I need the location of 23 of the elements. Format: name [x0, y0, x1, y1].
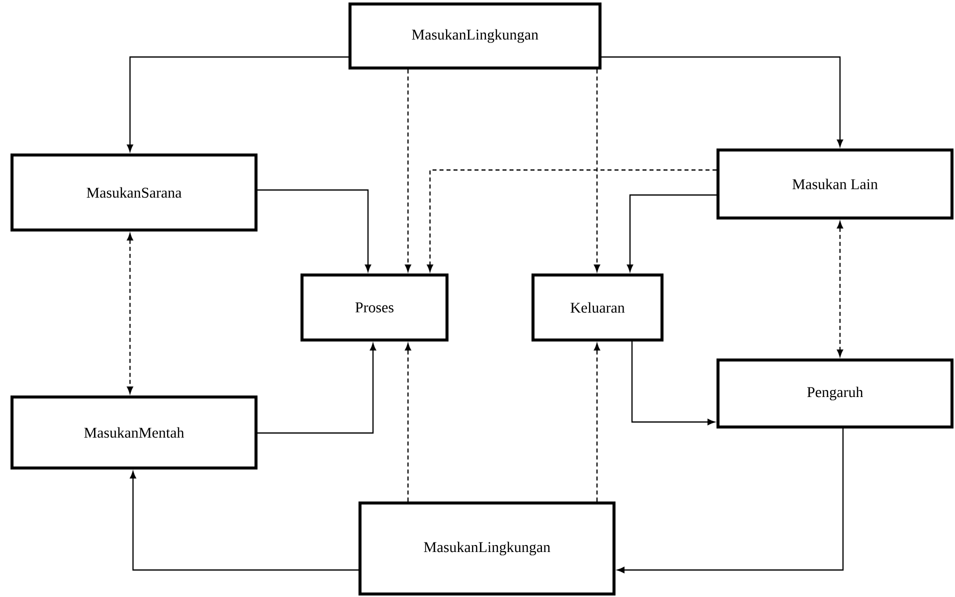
process-box: MasukanLingkungan [348, 2, 602, 70]
arrow [617, 428, 844, 574]
process-box: Masukan Lain [716, 148, 954, 220]
arrow [631, 341, 715, 426]
arrow [404, 343, 412, 502]
arrow [404, 70, 412, 272]
arrow [426, 169, 716, 272]
process-box: Pengaruh [716, 358, 954, 428]
process-box: MasukanLingkungan [358, 501, 616, 596]
arrow [602, 56, 844, 147]
arrow [626, 194, 716, 272]
arrow [594, 70, 600, 272]
arrow [258, 189, 372, 272]
arrow [594, 343, 600, 502]
arrow [126, 233, 134, 394]
arrow [126, 56, 348, 152]
process-box: Proses [300, 273, 448, 342]
process-box: Keluaran [532, 273, 664, 342]
arrow [836, 221, 844, 357]
process-box: MasukanMentah [10, 395, 258, 470]
process-box: MasukanSarana [10, 153, 258, 232]
arrow [130, 471, 358, 571]
arrow [258, 343, 376, 434]
